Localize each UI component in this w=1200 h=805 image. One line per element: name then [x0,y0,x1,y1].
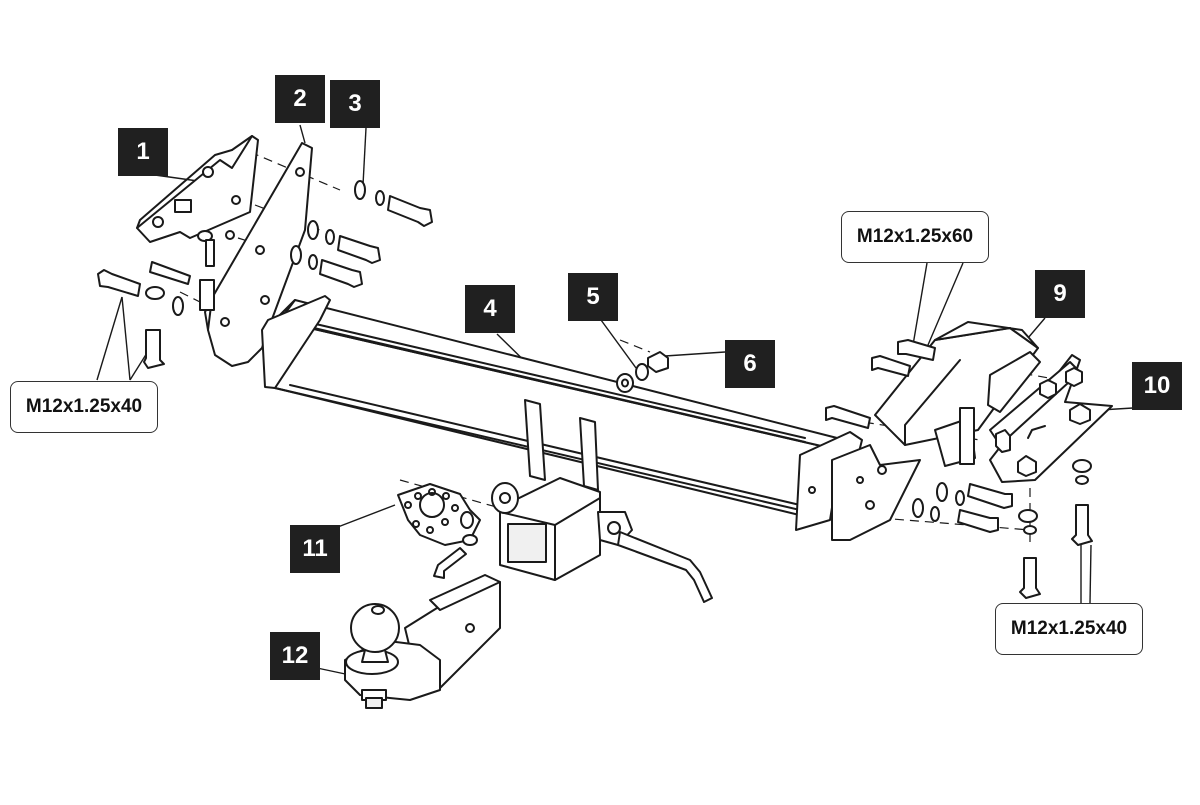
ball-mount [344,574,501,709]
receiver-tube [491,477,713,603]
part-label-4: 1 [118,128,168,176]
right-mounting-bracket [874,321,1041,467]
left-mounting-bracket [136,135,259,243]
part-label-9: 6 [725,340,775,388]
right-bottom-plate [989,354,1113,483]
part-label-3: 10 [1132,362,1182,410]
part-label-1: 4 [465,285,515,333]
bolt-spec-left: M12x1.25x40 [10,381,158,433]
part-label-6: 11 [290,525,340,573]
bolt-spec-right-top: M12x1.25x60 [841,211,989,263]
part-label-2: 9 [1035,270,1085,318]
socket-mounting-plate [397,483,481,579]
center-fasteners [616,351,669,393]
left-side-fasteners [97,180,433,369]
main-crossbar [261,295,921,541]
part-label-10: 5 [568,273,618,321]
part-label-11: 3 [330,80,380,128]
bolt-spec-right-bottom: M12x1.25x40 [995,603,1143,655]
right-side-fasteners [825,339,1093,599]
part-label-12: 12 [270,632,320,680]
part-label-5: 2 [275,75,325,123]
